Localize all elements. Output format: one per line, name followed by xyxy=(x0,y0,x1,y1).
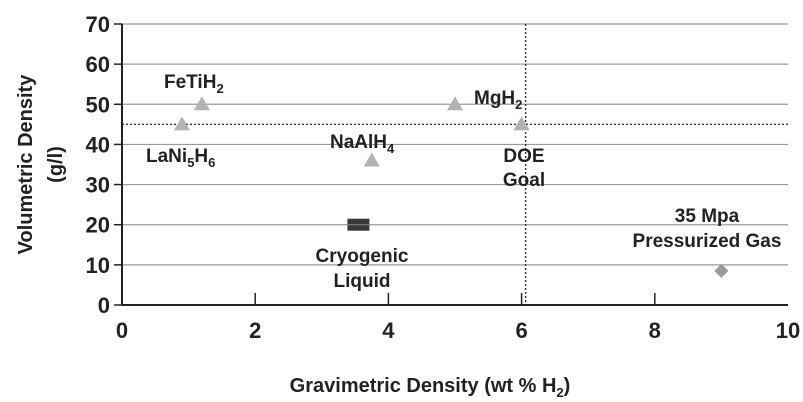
point-label-4-line-1: Goal xyxy=(503,170,545,191)
y-tick-label-50: 50 xyxy=(86,92,110,117)
point-label-0: FeTiH2 xyxy=(164,72,224,96)
y-tick-label-10: 10 xyxy=(86,253,110,278)
data-points xyxy=(173,96,729,278)
point-label-6-line-1: Pressurized Gas xyxy=(633,231,782,252)
data-point-1 xyxy=(173,116,190,131)
x-tick-label-0: 0 xyxy=(116,318,128,343)
x-tick-labels: 0 2 4 6 8 10 xyxy=(116,318,800,343)
y-tick-label-70: 70 xyxy=(86,12,110,37)
reference-lines xyxy=(122,24,788,305)
x-tick-label-2: 2 xyxy=(249,318,261,343)
point-label-6-line-0: 35 Mpa xyxy=(675,206,740,227)
x-axis-title: Gravimetric Density (wt % H2) xyxy=(290,375,571,400)
x-tick-label-4: 4 xyxy=(382,318,395,343)
data-point-2 xyxy=(363,152,380,167)
y-tick-label-40: 40 xyxy=(86,132,110,157)
point-label-5-line-0: Cryogenic xyxy=(316,246,409,267)
x-tick-label-6: 6 xyxy=(515,318,527,343)
point-label-1: LaNi5H6 xyxy=(146,146,215,170)
y-tick-label-60: 60 xyxy=(86,52,110,77)
point-label-4-line-0: DOE xyxy=(503,146,544,167)
y-tick-label-0: 0 xyxy=(98,293,110,318)
x-tick-label-10: 10 xyxy=(776,318,800,343)
data-point-3 xyxy=(447,96,463,111)
y-tick-label-20: 20 xyxy=(86,213,110,238)
x-tick-label-8: 8 xyxy=(649,318,661,343)
y-tick-label-30: 30 xyxy=(86,173,110,198)
y-axis-title-line-0: Volumetric Density xyxy=(15,74,37,255)
y-axis-title: Volumetric Density (g/l) xyxy=(15,74,67,255)
grid-lines xyxy=(122,23,788,266)
point-label-5-line-1: Liquid xyxy=(334,271,391,292)
point-label-3: MgH2 xyxy=(474,88,522,112)
y-tick-labels: 0 10 20 30 40 50 60 70 xyxy=(86,12,110,318)
data-point-6 xyxy=(714,263,729,278)
y-axis-title-line-1: (g/l) xyxy=(45,146,67,183)
data-point-0 xyxy=(193,96,210,111)
axes xyxy=(114,23,788,306)
point-label-2: NaAlH4 xyxy=(330,132,395,156)
data-point-4 xyxy=(513,116,530,131)
